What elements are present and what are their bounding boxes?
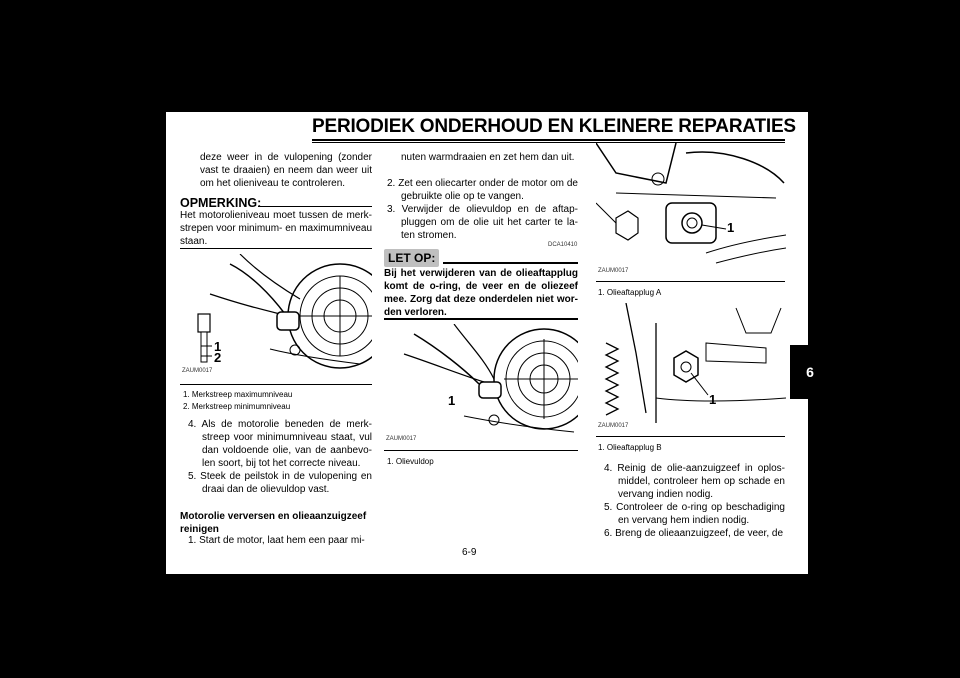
- step-1: 1. Start de motor, laat hem een paar mi-: [188, 535, 365, 546]
- note-title: OPMERKING:: [180, 196, 262, 210]
- header-rule-thin: [312, 142, 785, 143]
- step-5: 5. Steek de peilstok in de vulopening en…: [188, 471, 372, 495]
- drain-plug-b-illustration: [604, 303, 786, 423]
- caution-text: Bij het verwijderen van de olieaftapplug…: [384, 268, 578, 318]
- caution-code: DCA10410: [548, 242, 578, 248]
- fig4-label-1: 1: [709, 392, 717, 407]
- fig4-rule: [596, 436, 785, 437]
- fig1-code: ZAUM0017: [182, 368, 213, 374]
- fig2-rule: [384, 450, 578, 451]
- fig1-label-2: 2: [214, 350, 222, 365]
- fig1-caption-1: 1. Merkstreep maximumniveau: [183, 390, 293, 399]
- fig3-rule: [596, 281, 785, 282]
- step-6: 6. Breng de olieaanzuigzeef, de veer, de: [604, 528, 784, 539]
- section-subheading: Motorolie verversen en olieaanzuigzeef r…: [180, 511, 367, 535]
- step-4b: 4. Reinig de olie-aanzuigzeef in oplos-m…: [604, 463, 785, 500]
- step-3: 3. Verwijder de olievuldop en de aftap-p…: [387, 204, 578, 241]
- step-2: 2. Zet een oliecarter onder de motor om …: [387, 178, 578, 202]
- note-title-rule: [258, 206, 372, 207]
- fig3-caption: 1. Olieaftapplug A: [598, 288, 662, 297]
- manual-page: [166, 112, 808, 574]
- step-4: 4. Als de motorolie beneden de merk-stre…: [188, 419, 372, 469]
- fig2-label-1: 1: [448, 393, 456, 408]
- oil-filler-cap-illustration: [403, 324, 578, 433]
- note-text: Het motorolieniveau moet tussen de merk-…: [180, 210, 372, 247]
- page-title: PERIODIEK ONDERHOUD EN KLEINERE REPARATI…: [312, 116, 796, 137]
- fig4-caption: 1. Olieaftapplug B: [598, 443, 662, 452]
- step-5b: 5. Controleer de o-ring op beschadiging …: [604, 502, 785, 526]
- caution-badge: LET OP:: [384, 249, 440, 267]
- fig1-rule: [180, 384, 372, 385]
- col3-steps: 4. Reinig de olie-aanzuigzeef in oplos-m…: [604, 462, 785, 540]
- note-end-rule: [180, 248, 372, 249]
- fig1-label-1: 1: [214, 339, 222, 354]
- caution-title-rule: [443, 262, 578, 264]
- fig4-code: ZAUM0017: [598, 423, 629, 429]
- chapter-tab: 6: [790, 345, 830, 399]
- col1-steps: 4. Als de motorolie beneden de merk-stre…: [188, 418, 372, 496]
- caution-end-rule: [384, 318, 578, 320]
- fig2-code: ZAUM0017: [386, 436, 417, 442]
- dipstick-illustration: [197, 254, 372, 369]
- fig3-code: ZAUM0017: [598, 268, 629, 274]
- fig1-caption-2: 2. Merkstreep minimumniveau: [183, 402, 291, 411]
- col2-cont: nuten warmdraaien en zet hem dan uit.: [401, 152, 575, 163]
- col2-steps: 2. Zet een oliecarter onder de motor om …: [387, 177, 578, 242]
- col1-intro: deze weer in de vulopening (zonder vast …: [200, 152, 372, 189]
- drain-plug-a-illustration: [596, 143, 786, 264]
- header-rule: [312, 139, 785, 141]
- fig2-caption: 1. Olievuldop: [387, 457, 434, 466]
- fig3-label-1: 1: [727, 220, 735, 235]
- page-number: 6-9: [462, 547, 477, 558]
